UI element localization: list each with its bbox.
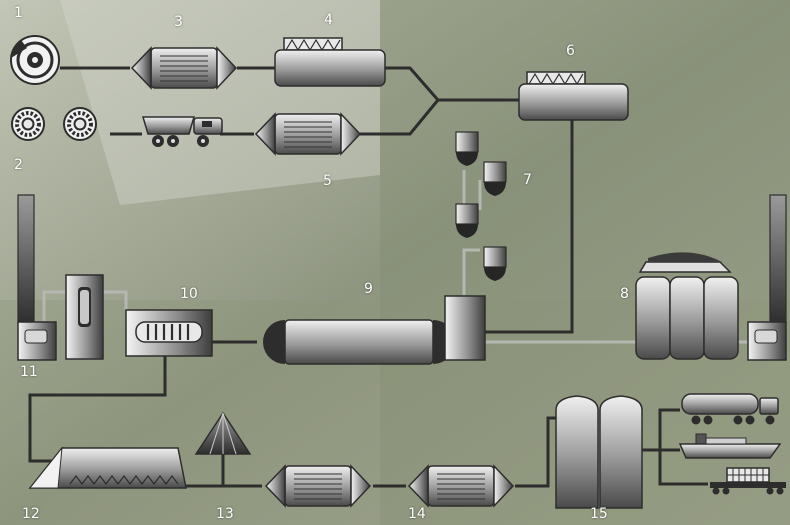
grinding-conveyor-icon (28, 446, 187, 489)
label-9: 9 (364, 281, 373, 297)
label-1: 1 (14, 5, 23, 21)
storage-tank-icon (274, 37, 386, 87)
roller-mill-icon (255, 113, 361, 155)
cargo-ship-icon (678, 433, 782, 459)
storage-silo-icon (635, 252, 739, 360)
label-11: 11 (20, 364, 38, 380)
hopper-icon (483, 161, 507, 197)
tire-icon (62, 106, 98, 142)
tire-icon (10, 35, 60, 85)
tanker-truck-icon (681, 393, 779, 425)
label-8: 8 (620, 286, 629, 302)
label-5: 5 (323, 173, 332, 189)
storage-tank-icon (518, 71, 629, 121)
roller-mill-icon (408, 465, 514, 507)
chimney-stack-icon (17, 194, 57, 361)
label-2: 2 (14, 157, 23, 173)
label-12: 12 (22, 506, 40, 522)
tire-icon (10, 106, 46, 142)
label-15: 15 (590, 506, 608, 522)
label-13: 13 (216, 506, 234, 522)
roller-mill-icon (265, 465, 371, 507)
hopper-icon (455, 131, 479, 167)
rotary-kiln-icon (263, 319, 455, 365)
dump-truck-icon (141, 116, 223, 147)
cement-silo-icon (555, 395, 643, 509)
filter-unit-icon (65, 274, 104, 360)
label-4: 4 (324, 12, 333, 28)
label-6: 6 (566, 43, 575, 59)
hopper-icon (455, 203, 479, 239)
kiln-inlet-chamber (444, 295, 486, 361)
label-14: 14 (408, 506, 426, 522)
clinker-cooler-icon (125, 309, 213, 357)
transport-pipes (28, 66, 708, 488)
chimney-stack-icon (747, 194, 787, 361)
hopper-icon (483, 246, 507, 282)
gas-pipes (42, 170, 748, 344)
dust-cone-icon (194, 411, 252, 486)
rail-wagon-icon (710, 467, 786, 495)
label-7: 7 (523, 172, 532, 188)
label-10: 10 (180, 286, 198, 302)
label-3: 3 (174, 14, 183, 30)
roller-mill-icon (131, 47, 237, 89)
